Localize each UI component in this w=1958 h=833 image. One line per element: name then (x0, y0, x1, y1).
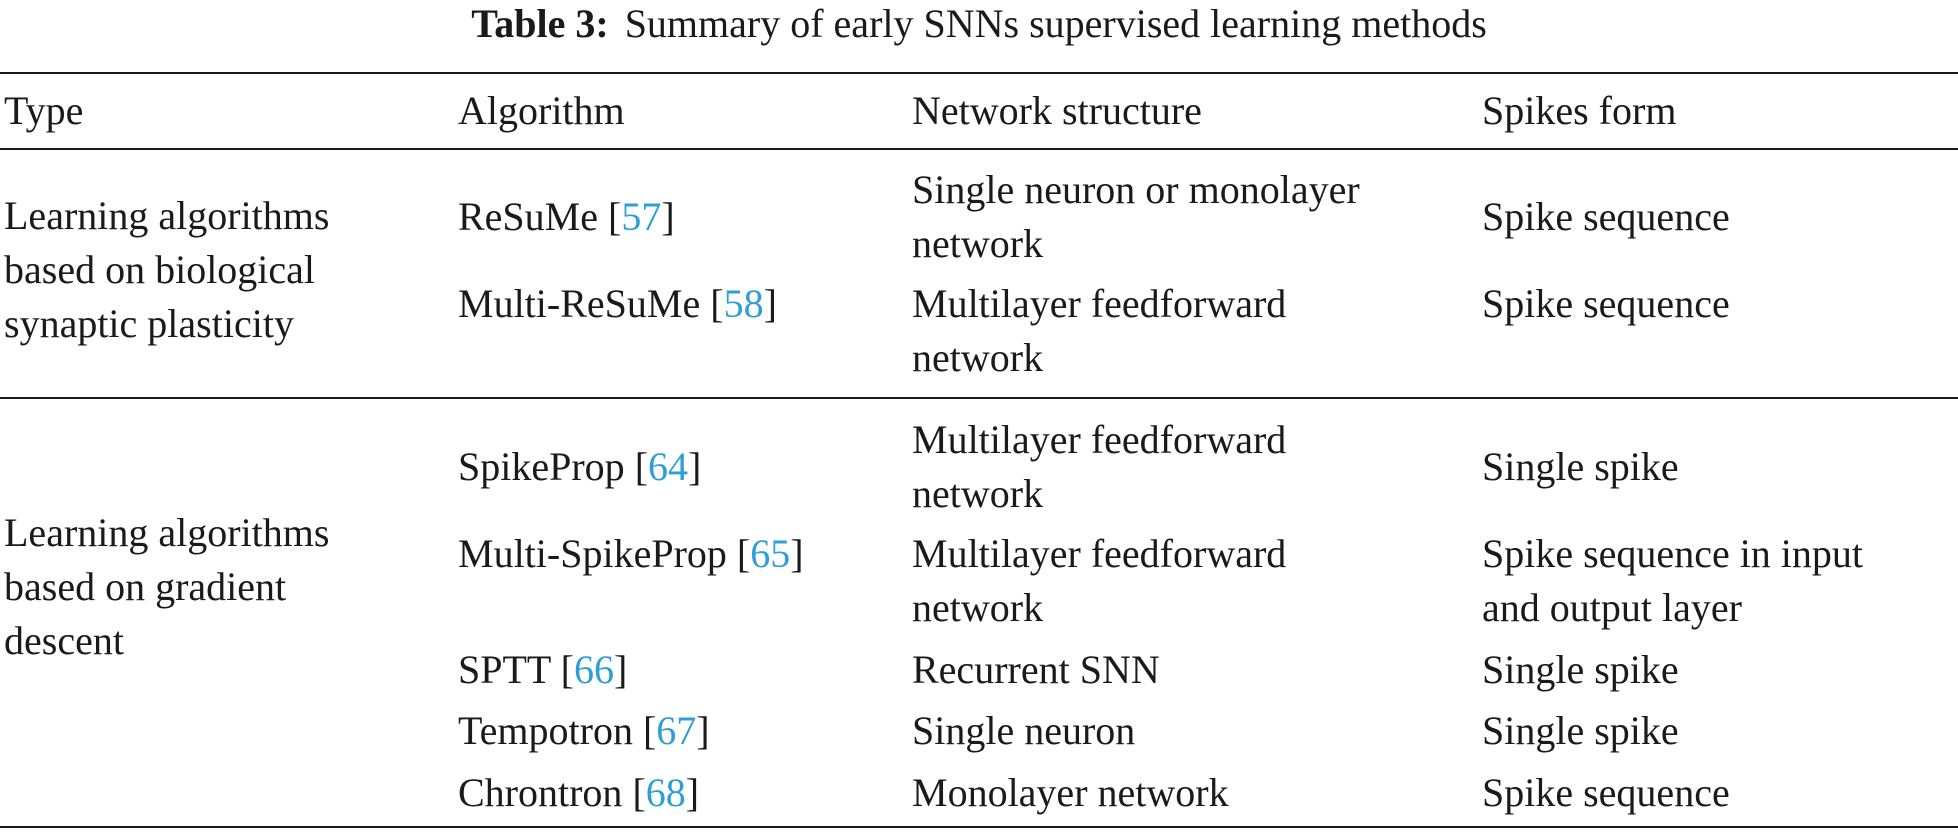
algorithm-name: SpikeProp (458, 444, 625, 489)
table-caption: Table 3: Summary of early SNNs supervised… (0, 0, 1958, 48)
algorithm-name: SPTT (458, 647, 551, 692)
table-cell-network-line: Single neuron (912, 708, 1136, 753)
algorithm-name: Chrontron (458, 770, 623, 815)
group-type-line: Learning algorithms (4, 510, 330, 555)
table-cell-algorithm: Multi-ReSuMe [58] (458, 281, 777, 326)
table-cell-algorithm: Multi-SpikeProp [65] (458, 531, 804, 576)
table-cell-spikes: Single spike (1482, 444, 1679, 489)
algorithm-name: ReSuMe (458, 194, 598, 239)
table-cell-network-line: Monolayer network (912, 770, 1229, 815)
table-cell-algorithm: Chrontron [68] (458, 770, 700, 815)
citation-link[interactable]: 57 (621, 194, 662, 239)
header-type: Type (4, 88, 84, 133)
citation-link[interactable]: 58 (723, 281, 764, 326)
table-top-rule (0, 72, 1958, 74)
group-type-line: Learning algorithms (4, 193, 330, 238)
table-cell-spikes: Spike sequence (1482, 194, 1730, 239)
table-cell-network-line: network (912, 471, 1044, 516)
group-type-line: based on gradient (4, 564, 287, 609)
table-cell-spikes: Spike sequence (1482, 281, 1730, 326)
table-caption-text: Summary of early SNNs supervised learnin… (624, 1, 1487, 46)
table-cell-network-line: Multilayer feedforward (912, 417, 1287, 462)
citation-link[interactable]: 66 (573, 647, 614, 692)
algorithm-name: Multi-ReSuMe (458, 281, 701, 326)
table-cell-network-line: network (912, 221, 1044, 266)
table-cell-spikes-line: and output layer (1482, 585, 1742, 630)
group-type-line: synaptic plasticity (4, 301, 294, 346)
header-network-structure: Network structure (912, 88, 1202, 133)
table-header-rule (0, 148, 1958, 150)
table-cell-algorithm: ReSuMe [57] (458, 194, 675, 239)
table-cell-network-line: Multilayer feedforward (912, 281, 1287, 326)
table-cell-network-line: Single neuron or monolayer (912, 167, 1360, 212)
algorithm-name: Tempotron (458, 708, 633, 753)
header-algorithm: Algorithm (458, 88, 625, 133)
table-cell-spikes: Single spike (1482, 647, 1679, 692)
citation-link[interactable]: 67 (656, 708, 697, 753)
table-cell-network-line: network (912, 335, 1044, 380)
table-cell-spikes-line: Spike sequence in input (1482, 531, 1864, 576)
table-cell-algorithm: Tempotron [67] (458, 708, 710, 753)
citation-link[interactable]: 68 (645, 770, 686, 815)
table-caption-label: Table 3: (471, 1, 609, 46)
citation-link[interactable]: 64 (648, 444, 689, 489)
table-cell-network-line: network (912, 585, 1044, 630)
group-type-line: based on biological (4, 247, 316, 292)
table-cell-spikes: Spike sequence (1482, 770, 1730, 815)
group-type-line: descent (4, 618, 124, 663)
table-cell-algorithm: SpikeProp [64] (458, 444, 702, 489)
table-cell-network-line: Recurrent SNN (912, 647, 1160, 692)
table-cell-network-line: Multilayer feedforward (912, 531, 1287, 576)
table-cell-spikes: Single spike (1482, 708, 1679, 753)
header-spikes-form: Spikes form (1482, 88, 1677, 133)
citation-link[interactable]: 65 (750, 531, 791, 576)
algorithm-name: Multi-SpikeProp (458, 531, 727, 576)
table-group-rule (0, 397, 1958, 399)
table-bottom-rule (0, 826, 1958, 828)
table-cell-algorithm: SPTT [66] (458, 647, 628, 692)
